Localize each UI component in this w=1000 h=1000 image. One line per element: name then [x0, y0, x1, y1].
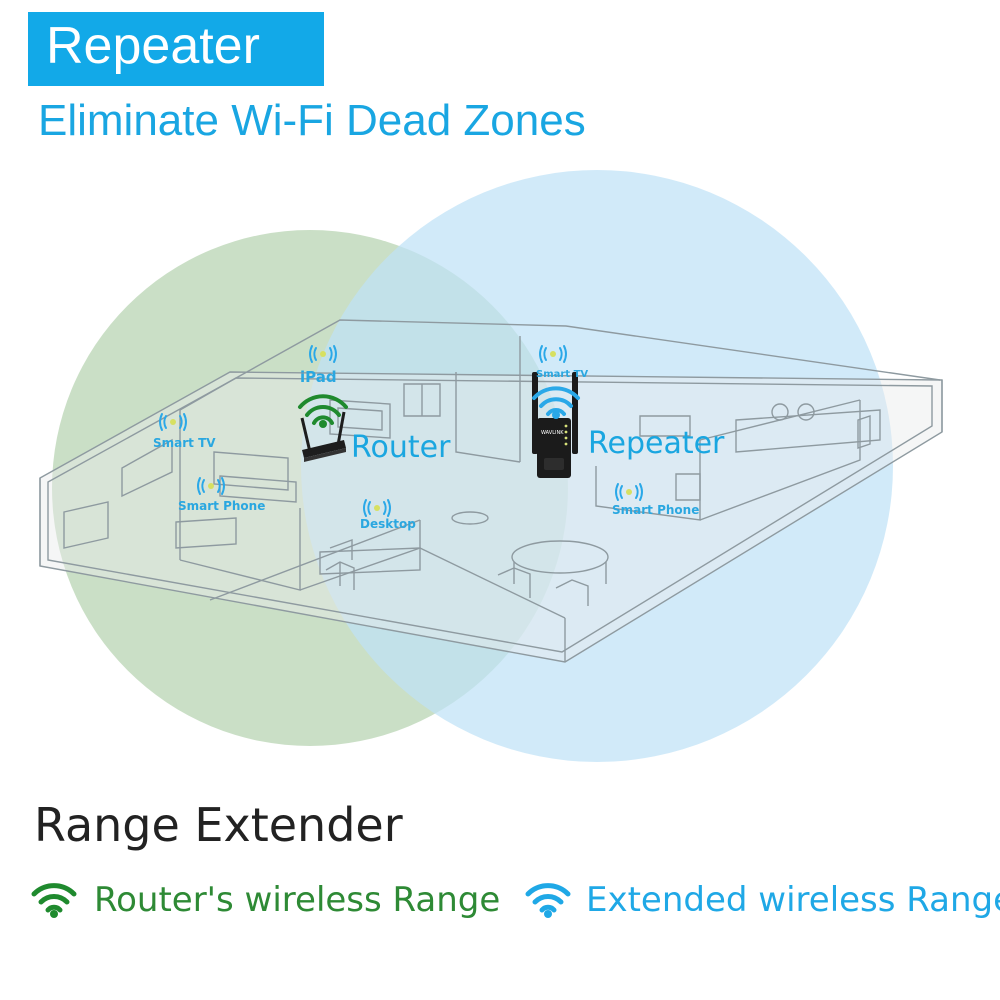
title-banner	[28, 12, 324, 86]
wifi-icon-smart-tv-left	[159, 413, 187, 431]
wifi-icon-smart-phone-left	[197, 477, 225, 495]
smart-phone-left-label: Smart Phone	[178, 499, 266, 513]
router-device	[300, 411, 346, 462]
smart-phone-right-label: Smart Phone	[612, 503, 700, 517]
extended-range-circle	[301, 170, 893, 762]
wifi-icon-blue	[525, 883, 571, 918]
wifi-icon-smart-tv-right	[539, 345, 567, 363]
page-subtitle: Eliminate Wi-Fi Dead Zones	[38, 96, 586, 145]
legend-title: Range Extender	[34, 798, 403, 852]
ipad-label: iPad	[300, 368, 337, 386]
wifi-icon-desktop	[363, 499, 391, 517]
legend-item-router-range: Router's wireless Range	[30, 876, 500, 928]
router-wifi-dot	[319, 420, 327, 428]
repeater-wifi-icon	[532, 386, 580, 416]
wifi-icon-ipad	[309, 345, 337, 363]
floor-plan	[39, 319, 943, 663]
smart-tv-right-label: Smart TV	[536, 369, 589, 380]
legend-item-extended-range: Extended wireless Range	[524, 876, 1000, 928]
wifi-icon-smart-phone-right	[615, 483, 643, 501]
page-title: Repeater	[46, 17, 260, 75]
repeater-label: Repeater	[588, 426, 725, 461]
wifi-icon-green	[31, 883, 77, 918]
smart-tv-left-label: Smart TV	[153, 436, 216, 450]
router-label: Router	[351, 430, 451, 465]
router-wifi-icon	[298, 394, 348, 425]
legend-label-extended: Extended wireless Range	[586, 880, 1000, 920]
repeater-wifi-dot	[552, 411, 560, 419]
repeater-brand-text: WAVLINK	[541, 430, 564, 436]
desktop-label: Desktop	[360, 517, 416, 531]
legend-label-router: Router's wireless Range	[94, 880, 501, 920]
